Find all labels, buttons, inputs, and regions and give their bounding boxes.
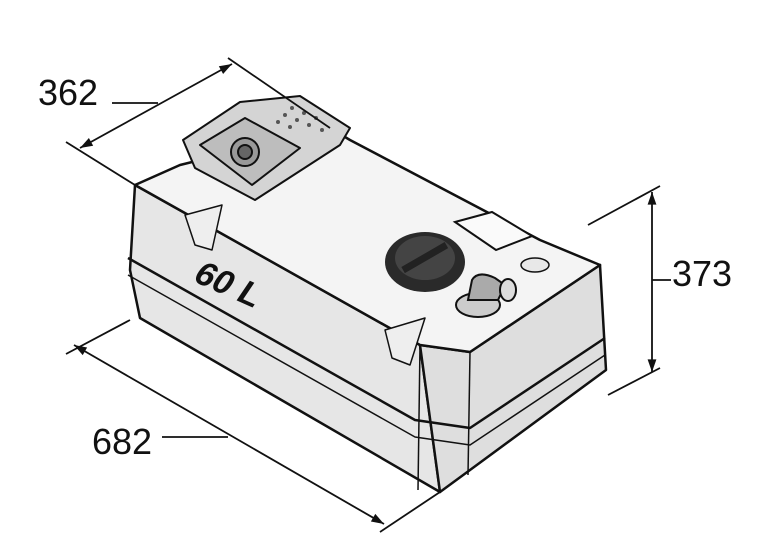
dimension-height-label: 373 (672, 253, 732, 294)
dimension-length (65, 319, 441, 533)
tank-band-line (127, 256, 606, 430)
corner-clip (184, 204, 223, 251)
filler-cap (385, 232, 465, 292)
dimension-width (65, 57, 331, 186)
label-plate (452, 210, 535, 252)
dimension-height (587, 185, 671, 396)
corner-clip (384, 317, 426, 366)
vent-fitting (520, 257, 550, 273)
hose-fitting (455, 273, 517, 318)
dimension-width-label: 362 (38, 72, 98, 113)
dimension-length-label: 682 (92, 421, 152, 462)
